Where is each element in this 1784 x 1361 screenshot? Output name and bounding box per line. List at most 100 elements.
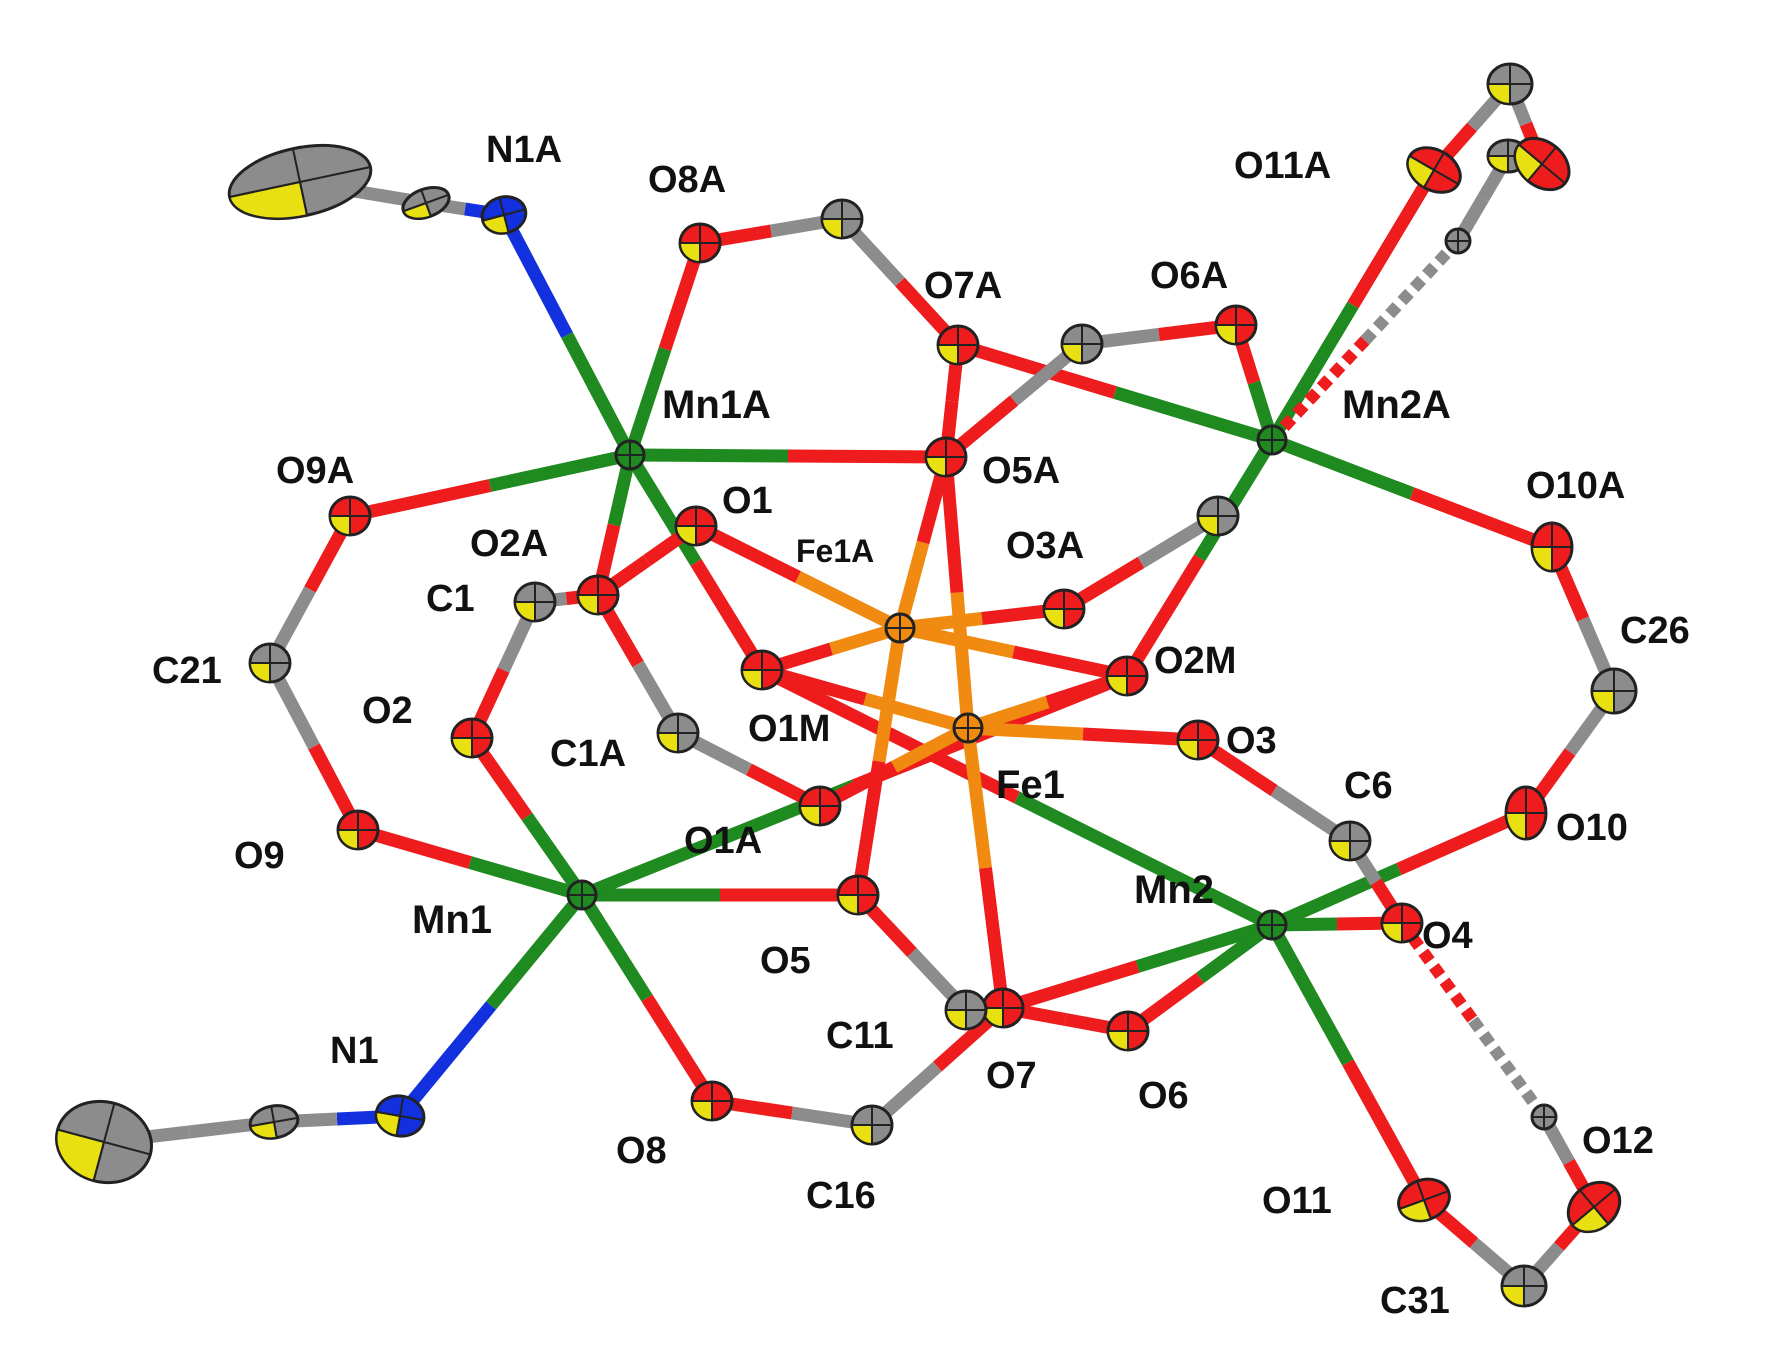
bond-mn2a-o2m [1121,554,1206,680]
atom-ce [54,1099,154,1185]
hydrogen-bond-mn2a [1267,336,1370,445]
atom-o5 [836,874,880,916]
bond-fe1-o3 [967,721,1084,741]
bond-mn1a-o8a [623,346,672,458]
atom-cp8 [820,198,864,240]
label-o9: O9 [234,835,285,877]
bond-mn1a-o9a [348,479,492,523]
label-o1: O1 [722,480,773,522]
atom-o2a [576,574,620,616]
label-o5: O5 [760,940,811,982]
bond-mn1-o9 [468,856,584,902]
label-c1a: C1A [550,733,626,775]
bond-mn1a-n1a [498,211,573,339]
bond-mn2-o7 [1001,960,1140,1015]
label-o3a: O3A [1006,525,1084,567]
label-o11a: O11A [1234,145,1331,187]
bond-mn2a-o10a [1269,433,1415,500]
labels-layer: N1A O8A O11A O7A O6A Mn1A Mn2A O9A O5A O… [152,129,1690,1322]
bond-fe1a-o1 [795,571,903,634]
bond-mn2a-o11a [1347,166,1440,309]
atom-c1 [513,581,557,623]
atom-c16 [850,1104,894,1146]
atom-o9a [328,495,372,537]
atom-c6 [1328,820,1372,862]
bond-mn1a-n1a [561,331,636,459]
bond-mn1-o2 [521,812,588,899]
bonds-layer [103,79,1620,1291]
label-o7a: O7A [924,265,1002,307]
label-mn1: Mn1 [412,898,492,942]
label-o1a: O1A [684,820,762,862]
hydrogen-bond-o4 [1468,1016,1549,1121]
bond-mn2a-o7a [1113,386,1274,447]
label-o2m: O2M [1154,640,1236,682]
bond-mn1a-o1m [690,559,768,674]
label-o6: O6 [1138,1075,1189,1117]
atom-o12 [1566,1180,1622,1234]
label-c31: C31 [1380,1280,1450,1322]
bond-mn1-o8 [576,891,653,1002]
bond-fe1-o5a [950,591,975,729]
bond-fe1-o5a [939,456,964,594]
atom-o11 [1397,1177,1451,1223]
atom-fe1 [952,712,984,744]
bond-mn1a-o5a [787,449,947,464]
label-c6: C6 [1344,765,1393,807]
bond-mn1-n1 [485,890,588,1010]
atom-o10 [1504,785,1548,841]
atom-o11a [1406,146,1462,194]
label-o1m: O1M [748,708,830,750]
atom-cp7 [1060,323,1104,365]
atom-n1a [480,195,528,235]
atom-mn2 [1256,909,1288,941]
atom-o7a [936,324,980,366]
atom-o9 [336,809,380,851]
atom-o8 [690,1080,734,1122]
atom-c11 [944,989,988,1031]
atom-o4 [1380,902,1424,944]
label-fe1a: Fe1A [796,533,874,569]
atom-o1a [798,785,842,827]
label-o7: O7 [986,1055,1037,1097]
atom-o1m [740,649,784,691]
atom-ctopa [1486,62,1534,106]
atom-cna [401,185,451,221]
atom-cn [248,1104,300,1140]
label-o2a: O2A [470,523,548,565]
bond-mn1a-o5a [629,448,789,463]
atom-c21 [248,642,292,684]
label-o6a: O6A [1150,255,1228,297]
atom-o10a [1530,521,1574,573]
bond-mn2-o7 [1135,918,1274,973]
label-mn1a: Mn1A [662,383,771,427]
bond-fe1a-o5 [872,626,907,763]
atom-otop2 [1513,136,1571,192]
atom-o7 [981,987,1025,1029]
label-mn2a: Mn2A [1342,383,1451,427]
atom-h11 [1530,1103,1558,1131]
atom-cp3 [1196,495,1240,537]
atom-mn1 [566,879,598,911]
bond-mn2-o1m [1014,791,1275,931]
atom-fe1a [884,612,916,644]
label-o4: O4 [1422,915,1473,957]
atom-c26 [1590,667,1638,715]
atom-o2m [1105,655,1149,697]
label-o5a: O5A [982,450,1060,492]
bond-mn2a-o10a [1409,487,1555,554]
label-o11: O11 [1262,1180,1332,1222]
atom-mn2a [1256,424,1288,456]
atom-mn1a [614,439,646,471]
bond-fe1-o7 [961,727,992,869]
atom-o3 [1176,719,1220,761]
bond-mn1a-o9a [488,448,632,492]
label-n1: N1 [330,1030,379,1072]
bond-mn1-n1 [394,1001,497,1121]
label-o12: O12 [1582,1120,1654,1162]
atom-c1a [656,712,700,754]
atom-n1 [374,1094,426,1138]
bond-mn1a-o1m [624,451,702,566]
label-o2: O2 [362,690,413,732]
atoms-layer [54,62,1638,1308]
